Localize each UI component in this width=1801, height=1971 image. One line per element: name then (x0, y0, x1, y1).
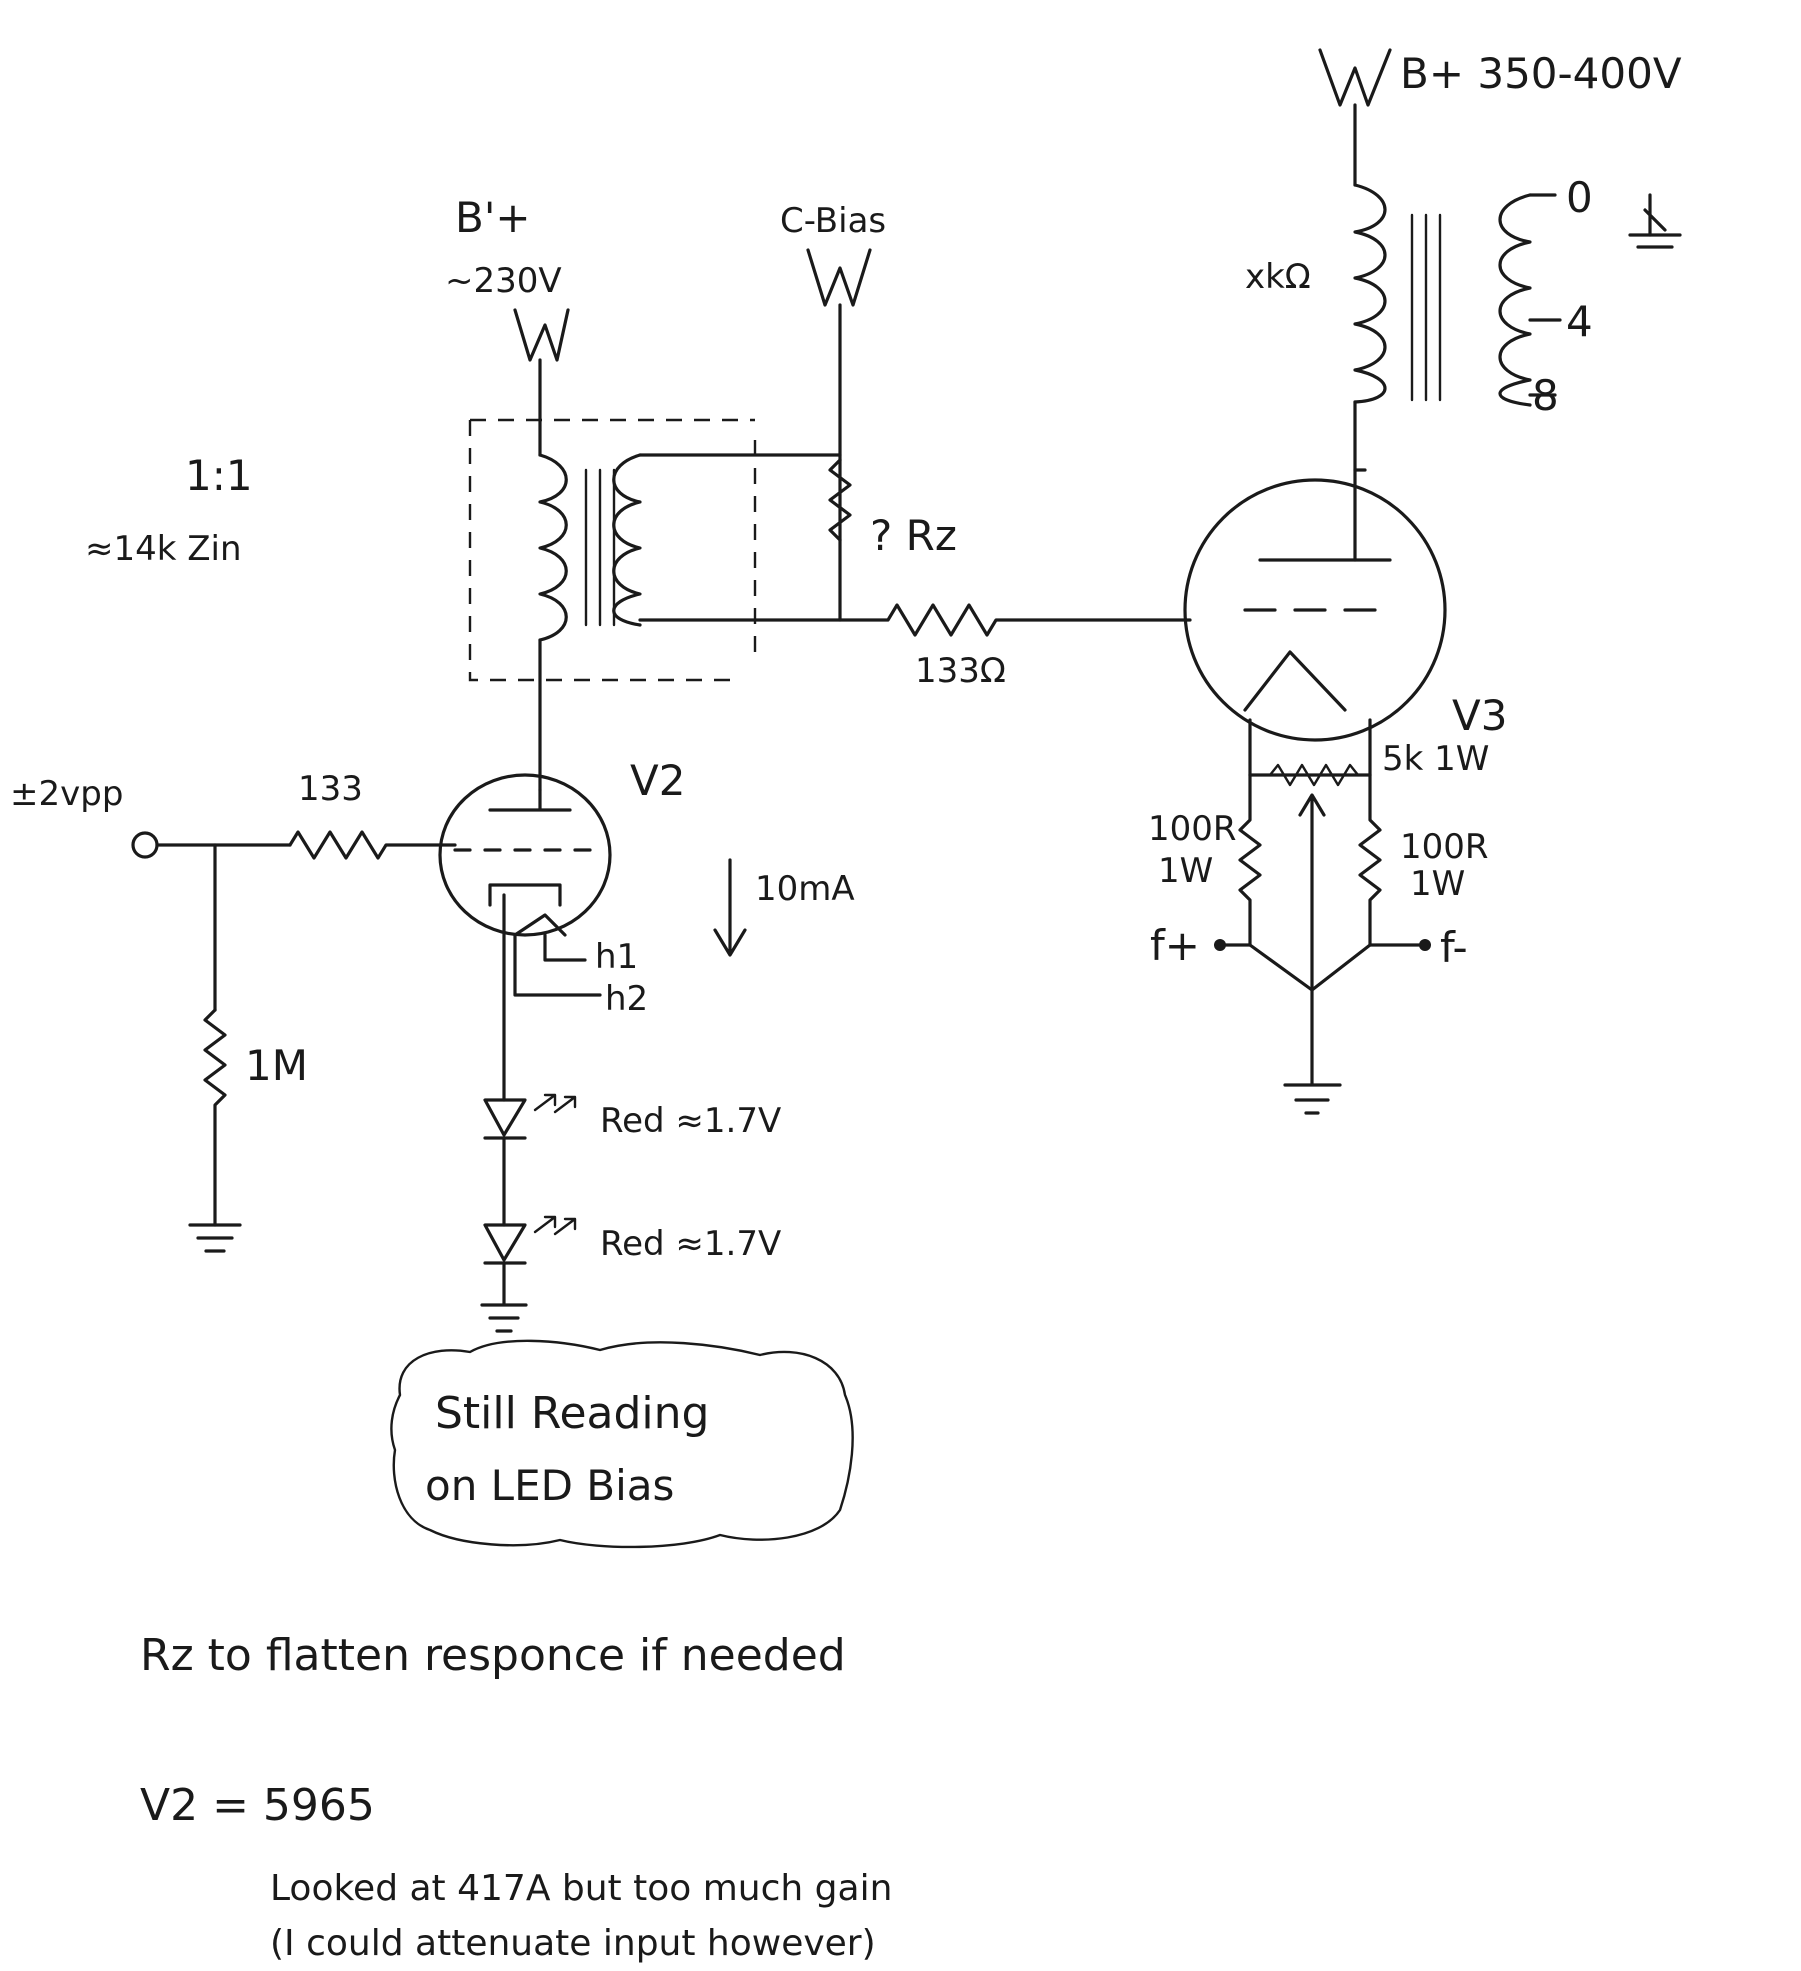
f-minus-label: f- (1440, 923, 1468, 972)
bprime-voltage-label: ~230V (445, 261, 562, 301)
cloud-line-1: Still Reading (435, 1388, 709, 1439)
input-label: ±2vpp (10, 774, 123, 814)
heater-h1-label: h1 (595, 937, 638, 977)
primary-impedance-label: xkΩ (1245, 257, 1311, 297)
interstage-transformer (468, 418, 852, 792)
v3-label: V3 (1452, 691, 1507, 740)
pot-label: 5k 1W (1382, 739, 1489, 779)
comment-line-2: (I could attenuate input however) (270, 1923, 876, 1964)
tap-8-label: 8 (1532, 371, 1559, 420)
v3-tube (1183, 468, 1447, 777)
led1-label: Red ≈1.7V (600, 1101, 781, 1141)
rz-label: ? Rz (870, 511, 957, 560)
cloud-line-2: on LED Bias (425, 1461, 674, 1510)
ratio-label: 1:1 (185, 451, 253, 500)
f-plus-label: f+ (1150, 921, 1200, 970)
bplus-main-terminal (1318, 48, 1392, 187)
r1m-label: 1M (245, 1041, 308, 1090)
led-bias-stack (480, 1093, 577, 1333)
zin-label: ≈14k Zin (85, 529, 242, 569)
bprime-terminal (513, 308, 570, 457)
r100-right-label: 100R (1400, 827, 1489, 867)
v2-label: V2 (630, 756, 685, 805)
bplus-main-label: B+ 350-400V (1400, 49, 1682, 98)
cbias-terminal (638, 248, 872, 457)
v2-grid-resistor-label: 133 (298, 769, 363, 809)
r100-right-watt-label: 1W (1410, 864, 1465, 904)
cbias-label: C-Bias (780, 201, 886, 241)
input-jack (131, 830, 457, 1253)
tap-0-label: 0 (1566, 173, 1593, 222)
tap-4-label: 4 (1566, 297, 1593, 346)
cloud-note (390, 1339, 854, 1549)
current-arrow (713, 858, 747, 957)
current-label: 10mA (755, 869, 855, 909)
r100-left-label: 100R (1148, 809, 1237, 849)
r100-left-watt-label: 1W (1158, 851, 1213, 891)
bprime-label: B'+ (455, 193, 531, 242)
output-transformer (1353, 183, 1682, 472)
led2-label: Red ≈1.7V (600, 1224, 781, 1264)
heater-h2-label: h2 (605, 979, 648, 1019)
v3-grid-resistor-label: 133Ω (915, 651, 1006, 691)
v2-tube (438, 773, 612, 1102)
filament-balance-network (1214, 763, 1431, 1115)
v3-grid-resistor (838, 603, 1192, 637)
comment-line-1: Looked at 417A but too much gain (270, 1868, 892, 1909)
v2-type-note: V2 = 5965 (140, 1780, 375, 1831)
rz-note: Rz to flatten responce if needed (140, 1630, 846, 1681)
